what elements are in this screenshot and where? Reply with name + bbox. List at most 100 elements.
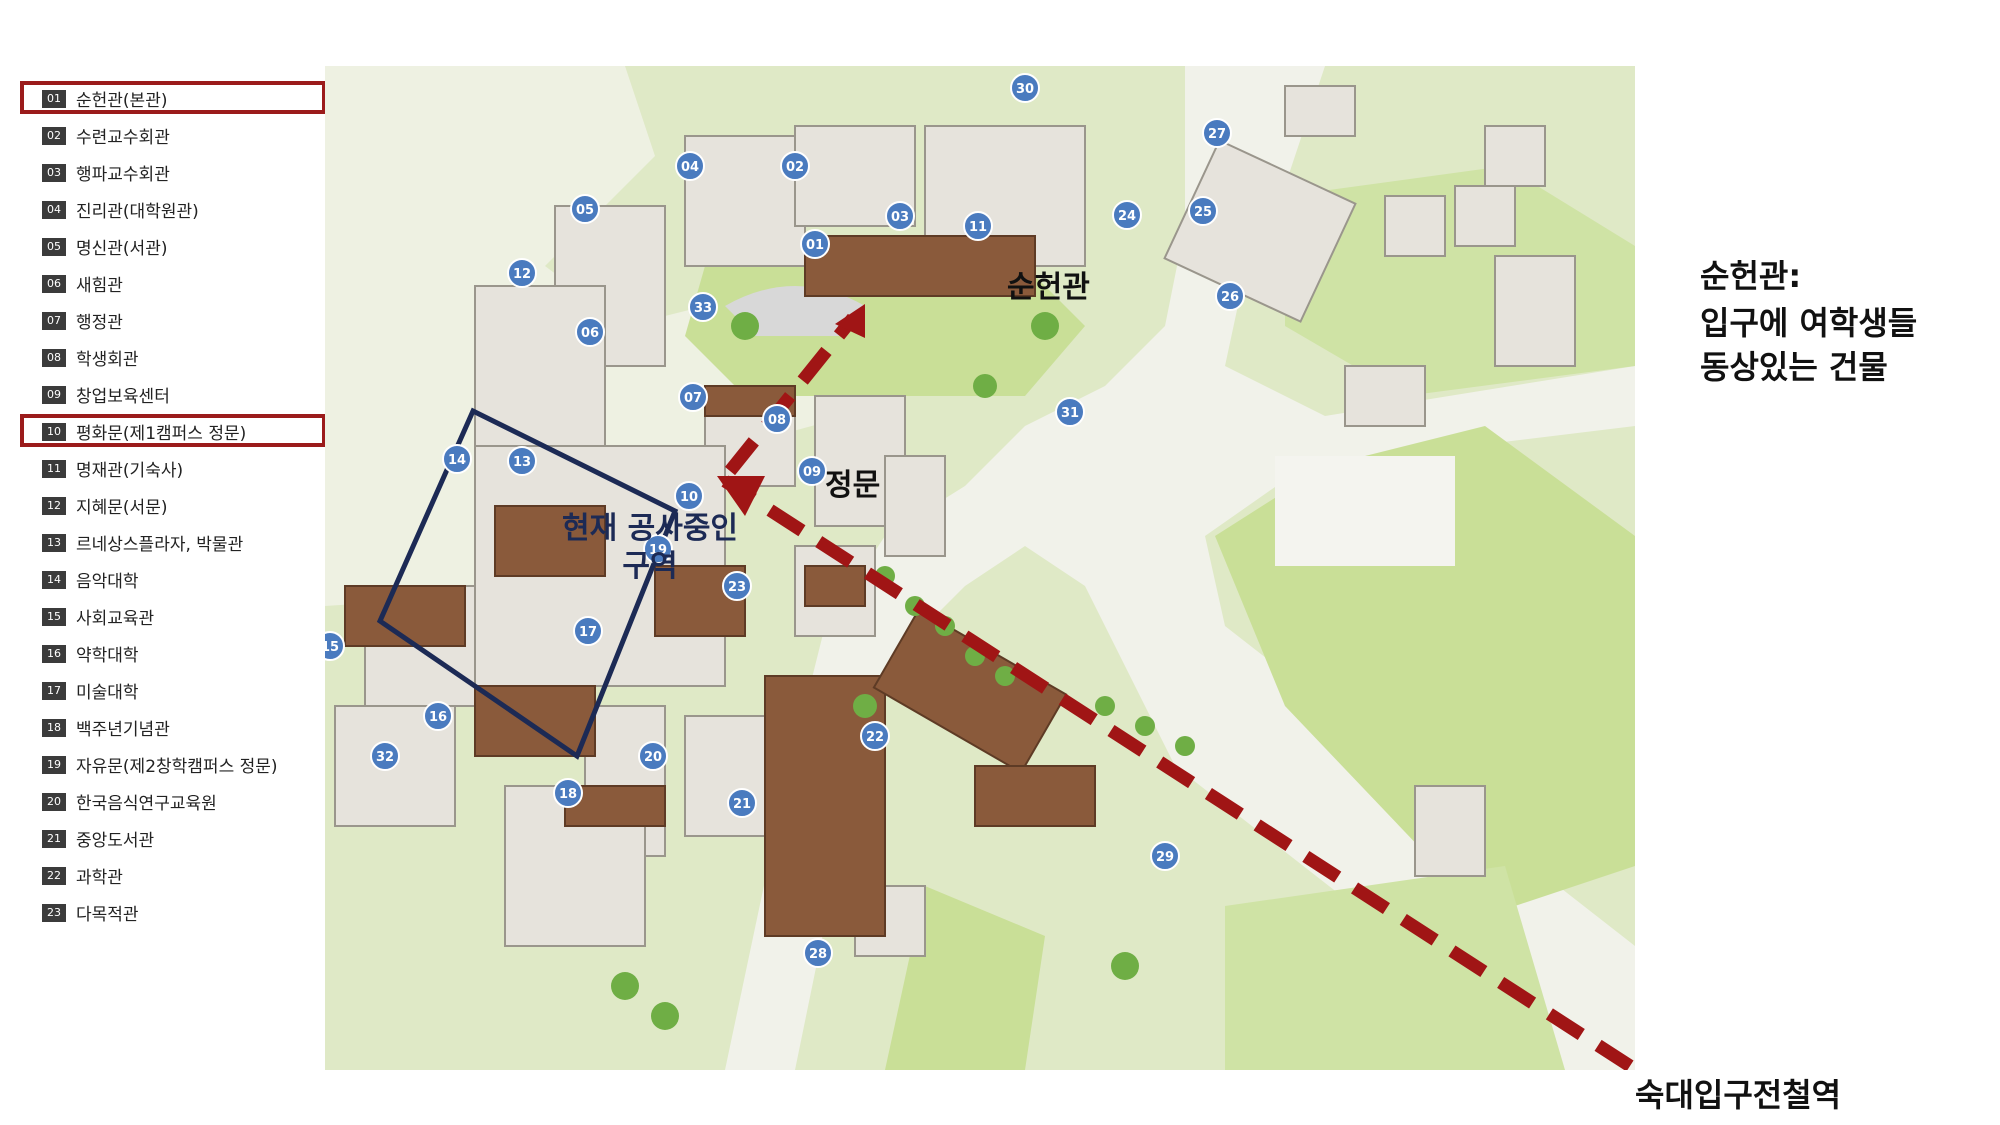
legend-number: 23 xyxy=(42,903,66,922)
legend-label: 명신관(서관) xyxy=(76,239,168,259)
legend-label: 백주년기념관 xyxy=(76,720,170,740)
legend-item: 14 음악대학 xyxy=(20,561,330,598)
legend-item: 19 자유문(제2창학캠퍼스 정문) xyxy=(20,746,330,783)
legend-label: 창업보육센터 xyxy=(76,387,170,407)
campus-map[interactable]: 01 02 03 04 05 06 07 08 09 11 12 14 15 1… xyxy=(315,66,1635,1072)
legend-item: 08 학생회관 xyxy=(20,339,330,376)
legend-label: 다목적관 xyxy=(76,905,139,925)
legend-number: 07 xyxy=(42,311,66,330)
legend-label: 새힘관 xyxy=(76,276,123,296)
svg-text:07: 07 xyxy=(684,391,702,406)
legend-number: 09 xyxy=(42,385,66,404)
svg-text:02: 02 xyxy=(786,160,804,175)
route-to-main-building xyxy=(724,313,859,476)
svg-text:11: 11 xyxy=(969,220,987,235)
legend-item: 21 중앙도서관 xyxy=(20,820,330,857)
legend-label: 행정관 xyxy=(76,313,123,333)
legend-number: 03 xyxy=(42,163,66,182)
legend-number: 04 xyxy=(42,200,66,219)
svg-text:05: 05 xyxy=(576,203,594,218)
legend-label: 진리관(대학원관) xyxy=(76,202,199,222)
legend-label: 명재관(기숙사) xyxy=(76,461,184,481)
legend-number: 17 xyxy=(42,681,66,700)
side-note-line-2: 동상있는 건물 xyxy=(1700,348,1888,386)
legend-number: 22 xyxy=(42,866,66,885)
svg-text:24: 24 xyxy=(1118,209,1136,224)
svg-text:33: 33 xyxy=(694,301,712,316)
svg-text:13: 13 xyxy=(513,455,531,470)
legend-label: 자유문(제2창학캠퍼스 정문) xyxy=(76,757,278,777)
svg-text:09: 09 xyxy=(803,465,821,480)
map-markers: 01 02 03 04 05 06 07 08 09 11 12 14 15 1… xyxy=(315,73,1245,968)
svg-text:06: 06 xyxy=(581,326,599,341)
construction-zone-box xyxy=(376,407,679,760)
route-from-station xyxy=(721,475,1634,1072)
legend-item: 02 수련교수회관 xyxy=(20,117,330,154)
campus-map-svg: 01 02 03 04 05 06 07 08 09 11 12 14 15 1… xyxy=(315,66,1635,1072)
svg-text:14: 14 xyxy=(448,453,466,468)
legend-item: 17 미술대학 xyxy=(20,672,330,709)
legend-number: 11 xyxy=(42,459,66,478)
station-label: 숙대입구전철역 xyxy=(1635,1076,1842,1114)
main-gate-label: 정문 xyxy=(825,468,881,503)
legend-number: 14 xyxy=(42,570,66,589)
legend-label: 과학관 xyxy=(76,868,123,888)
legend-item: 03 행파교수회관 xyxy=(20,154,330,191)
legend-number: 13 xyxy=(42,533,66,552)
legend-item: 13 르네상스플라자, 박물관 xyxy=(20,524,330,561)
side-note-title: 순헌관: xyxy=(1700,257,1802,295)
legend-label: 행파교수회관 xyxy=(76,165,170,185)
legend-label: 약학대학 xyxy=(76,646,139,666)
legend-label: 순헌관(본관) xyxy=(76,91,168,111)
legend-item: 23 다목적관 xyxy=(20,894,330,931)
svg-text:17: 17 xyxy=(579,625,597,640)
svg-text:32: 32 xyxy=(376,750,394,765)
legend-number: 02 xyxy=(42,126,66,145)
legend-item: 15 사회교육관 xyxy=(20,598,330,635)
svg-text:12: 12 xyxy=(513,267,531,282)
svg-text:10: 10 xyxy=(680,490,698,505)
legend-number: 21 xyxy=(42,829,66,848)
legend-number: 16 xyxy=(42,644,66,663)
svg-text:26: 26 xyxy=(1221,290,1239,305)
legend-item: 04 진리관(대학원관) xyxy=(20,191,330,228)
legend-number: 08 xyxy=(42,348,66,367)
svg-text:27: 27 xyxy=(1208,127,1226,142)
svg-text:30: 30 xyxy=(1016,82,1034,97)
svg-text:20: 20 xyxy=(644,750,662,765)
legend-label: 미술대학 xyxy=(76,683,139,703)
svg-text:15: 15 xyxy=(325,640,339,655)
svg-text:25: 25 xyxy=(1194,205,1212,220)
legend-label: 음악대학 xyxy=(76,572,139,592)
legend-item: 09 창업보육센터 xyxy=(20,376,330,413)
side-note-line-1: 입구에 여학생들 xyxy=(1700,304,1918,342)
legend-item: 01 순헌관(본관) xyxy=(20,80,330,117)
legend-label: 중앙도서관 xyxy=(76,831,155,851)
legend-number: 05 xyxy=(42,237,66,256)
svg-text:08: 08 xyxy=(768,413,786,428)
svg-text:23: 23 xyxy=(728,580,746,595)
legend-number: 18 xyxy=(42,718,66,737)
svg-text:18: 18 xyxy=(559,787,577,802)
legend-item: 18 백주년기념관 xyxy=(20,709,330,746)
legend-label: 수련교수회관 xyxy=(76,128,170,148)
svg-text:28: 28 xyxy=(809,947,827,962)
legend-label: 사회교육관 xyxy=(76,609,155,629)
svg-text:31: 31 xyxy=(1061,406,1079,421)
svg-text:21: 21 xyxy=(733,797,751,812)
legend-label: 학생회관 xyxy=(76,350,139,370)
svg-text:04: 04 xyxy=(681,160,699,175)
legend-item: 11 명재관(기숙사) xyxy=(20,450,330,487)
legend-number: 01 xyxy=(42,89,66,108)
legend-number: 15 xyxy=(42,607,66,626)
legend-number: 19 xyxy=(42,755,66,774)
svg-text:22: 22 xyxy=(866,730,884,745)
legend-number: 12 xyxy=(42,496,66,515)
legend-label: 르네상스플라자, 박물관 xyxy=(76,535,244,555)
legend-label: 평화문(제1캠퍼스 정문) xyxy=(76,424,247,444)
svg-text:01: 01 xyxy=(806,238,824,253)
